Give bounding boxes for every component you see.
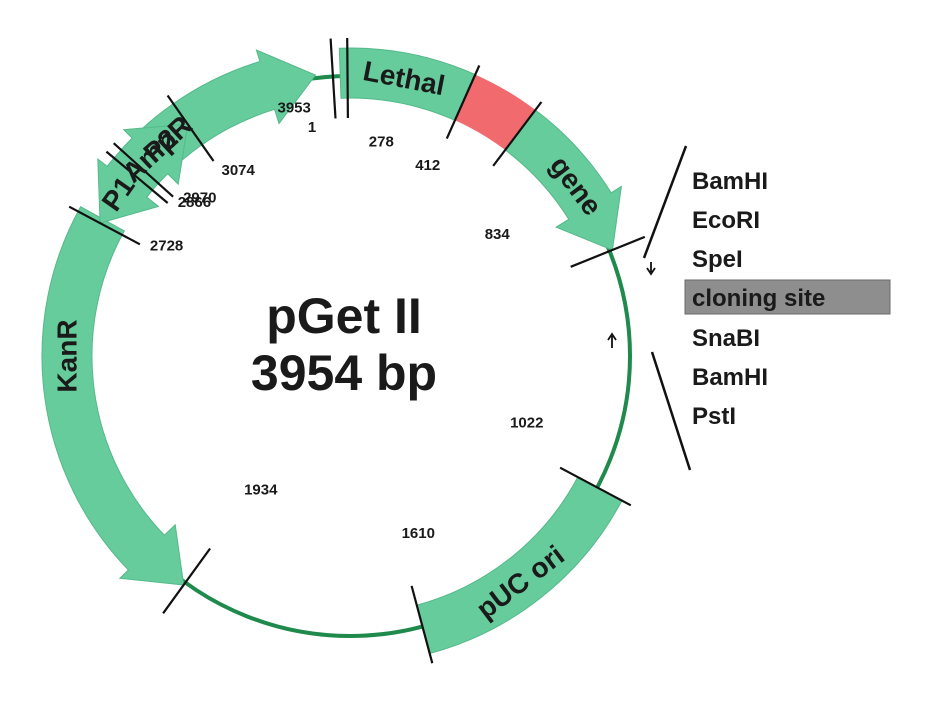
site-label-snabi: SnaBI (692, 325, 760, 352)
mcs-bracket-line (650, 351, 692, 471)
position-tick-2728 (68, 205, 141, 246)
feature-arc-gene (504, 109, 623, 251)
plasmid-size: 3954 bp (251, 345, 437, 401)
site-label-psti: PstI (692, 403, 736, 430)
position-label-1: 1 (308, 119, 316, 136)
position-tick-1934 (162, 547, 211, 614)
position-label-2970: 2970 (183, 190, 216, 207)
position-label-2728: 2728 (150, 237, 183, 254)
site-label-bamhi-2: BamHI (692, 364, 768, 391)
position-label-1610: 1610 (402, 525, 435, 542)
position-label-3074: 3074 (222, 162, 256, 179)
site-label-cloning-site: cloning site (692, 285, 825, 312)
position-tick-412 (492, 101, 543, 167)
site-label-spei: SpeI (692, 246, 743, 273)
plasmid-name: pGet II (266, 288, 422, 344)
feature-layer (41, 47, 623, 655)
position-label-1022: 1022 (510, 415, 543, 432)
position-tick-278 (445, 65, 481, 140)
position-label-2866: 2866 (178, 194, 211, 211)
position-tick-1610 (410, 585, 434, 664)
position-tick-1022 (559, 466, 632, 507)
mcs-pointer-arrow (607, 332, 617, 348)
mcs-bracket-line (642, 145, 688, 259)
position-label-278: 278 (369, 134, 394, 151)
position-tick-3953 (329, 38, 337, 119)
position-label-3953: 3953 (278, 99, 311, 116)
site-label-bamhi: BamHI (692, 168, 768, 195)
position-tick-1 (346, 37, 349, 119)
cloning-site-block (454, 74, 536, 150)
feature-arc-kanr (41, 206, 185, 586)
feature-arc-p2 (120, 123, 189, 186)
position-tick-834 (570, 235, 646, 268)
site-label-ecori: EcoRI (692, 207, 760, 234)
feature-label-kanr: KanR (52, 319, 83, 392)
position-tick-layer (68, 37, 646, 664)
position-tick-2866 (105, 150, 169, 204)
mcs-pointer-arrow (646, 262, 656, 276)
cloning-site-highlight-box (684, 279, 891, 315)
position-label-834: 834 (485, 226, 511, 243)
position-tick-2970 (112, 142, 174, 198)
position-tick-3074 (166, 94, 215, 162)
position-label-412: 412 (415, 157, 440, 174)
position-label-1934: 1934 (244, 482, 278, 499)
